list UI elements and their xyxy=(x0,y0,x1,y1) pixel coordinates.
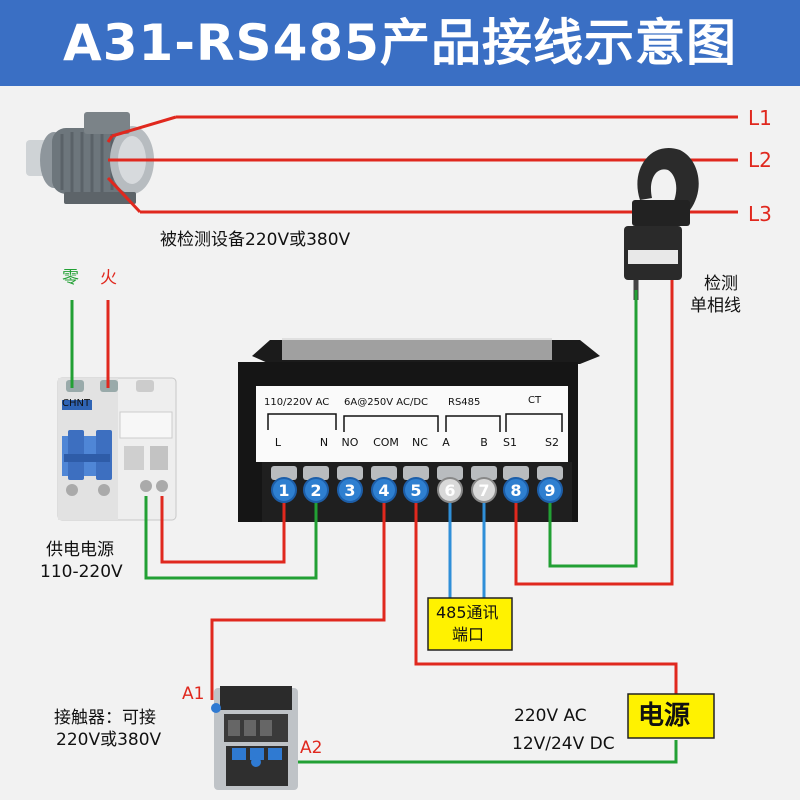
power-spec-line1: 220V AC xyxy=(514,706,587,726)
circuit-breaker: CHNT xyxy=(57,377,177,521)
phase-label-l1: L1 xyxy=(748,106,772,130)
terminal-number-3: 3 xyxy=(344,481,355,500)
page-title: A31-RS485产品接线示意图 xyxy=(63,14,737,72)
wire-breaker-n xyxy=(144,496,318,580)
green-wires xyxy=(70,290,678,764)
group-label-power: 110/220V AC xyxy=(264,397,329,408)
contactor-a2-label: A2 xyxy=(300,738,323,758)
terminal-number-1: 1 xyxy=(278,481,289,500)
terminal-screw-5 xyxy=(403,466,429,480)
terminal-screw-9 xyxy=(537,466,563,480)
terminal-number-4: 4 xyxy=(378,481,389,500)
terminal-row: 1 2 3 4 5 6 7 8 9 xyxy=(271,466,563,503)
power-box xyxy=(627,693,715,739)
blue-wires xyxy=(448,500,486,600)
terminal-screw-4 xyxy=(371,466,397,480)
comm-port-box xyxy=(427,597,513,651)
terminal-4 xyxy=(371,477,397,503)
phase-label-l2: L2 xyxy=(748,148,772,172)
terminal-9 xyxy=(537,477,563,503)
wire-a2-power xyxy=(258,740,678,764)
terminal-number-6: 6 xyxy=(444,481,455,500)
wire-com-a1 xyxy=(210,500,386,700)
terminal-7 xyxy=(471,477,497,503)
terminal-screw-7 xyxy=(471,466,497,480)
neutral-label: 零 xyxy=(62,268,79,288)
terminal-label-9: S2 xyxy=(545,436,559,449)
terminal-screw-8 xyxy=(503,466,529,480)
terminal-label-2: N xyxy=(320,436,328,449)
contactor-a1-label: A1 xyxy=(182,684,205,704)
comm-port-line2: 端口 xyxy=(452,625,485,644)
ct-clamp-sensor xyxy=(624,148,699,300)
terminal-number-8: 8 xyxy=(510,481,521,500)
terminal-label-7: B xyxy=(480,436,488,449)
comm-port-line1: 485通讯 xyxy=(436,603,499,622)
terminal-number-2: 2 xyxy=(310,481,321,500)
phase-lines xyxy=(106,115,738,214)
terminal-1 xyxy=(271,477,297,503)
contactor-device xyxy=(211,686,298,790)
contactor-caption-line1: 接触器：可接 xyxy=(54,708,156,728)
wire-breaker-l xyxy=(160,496,286,564)
terminal-screw-2 xyxy=(303,466,329,480)
terminal-number-5: 5 xyxy=(410,481,421,500)
phase-label-l3: L3 xyxy=(748,202,772,226)
terminal-label-4: COM xyxy=(373,436,399,449)
power-label: 电源 xyxy=(638,701,691,731)
ct-label-line1: 检测 xyxy=(704,274,738,294)
terminal-5 xyxy=(403,477,429,503)
wire-ct-s2 xyxy=(548,290,638,568)
group-label-ct: CT xyxy=(528,395,542,406)
terminal-label-5: NC xyxy=(412,436,428,449)
breaker-caption-line1: 供电电源 xyxy=(46,540,114,560)
header-bar: A31-RS485产品接线示意图 xyxy=(0,0,800,86)
live-label: 火 xyxy=(100,268,117,288)
terminal-screw-1 xyxy=(271,466,297,480)
group-label-rs485: RS485 xyxy=(448,397,480,408)
group-label-relay: 6A@250V AC/DC xyxy=(344,397,428,408)
terminal-number-7: 7 xyxy=(478,481,489,500)
breaker-brand: CHNT xyxy=(62,398,91,409)
terminal-number-9: 9 xyxy=(544,481,555,500)
terminal-label-8: S1 xyxy=(503,436,517,449)
terminal-screw-6 xyxy=(437,466,463,480)
contactor-caption-line2: 220V或380V xyxy=(56,730,162,750)
ct-label-line2: 单相线 xyxy=(690,296,741,316)
terminal-6 xyxy=(437,477,463,503)
terminal-3 xyxy=(337,477,363,503)
wire-ct-s1 xyxy=(514,280,674,586)
terminal-label-3: NO xyxy=(342,436,359,449)
motor-caption: 被检测设备220V或380V xyxy=(160,230,351,250)
motor-illustration xyxy=(26,112,154,204)
wire-nc-power xyxy=(414,500,678,696)
terminal-2 xyxy=(303,477,329,503)
terminal-screw-3 xyxy=(337,466,363,480)
red-wires xyxy=(106,280,678,700)
terminal-8 xyxy=(503,477,529,503)
breaker-caption-line2: 110-220V xyxy=(40,562,123,582)
terminal-label-1: L xyxy=(275,436,282,449)
power-spec-line2: 12V/24V DC xyxy=(512,734,615,754)
terminal-label-6: A xyxy=(442,436,450,449)
